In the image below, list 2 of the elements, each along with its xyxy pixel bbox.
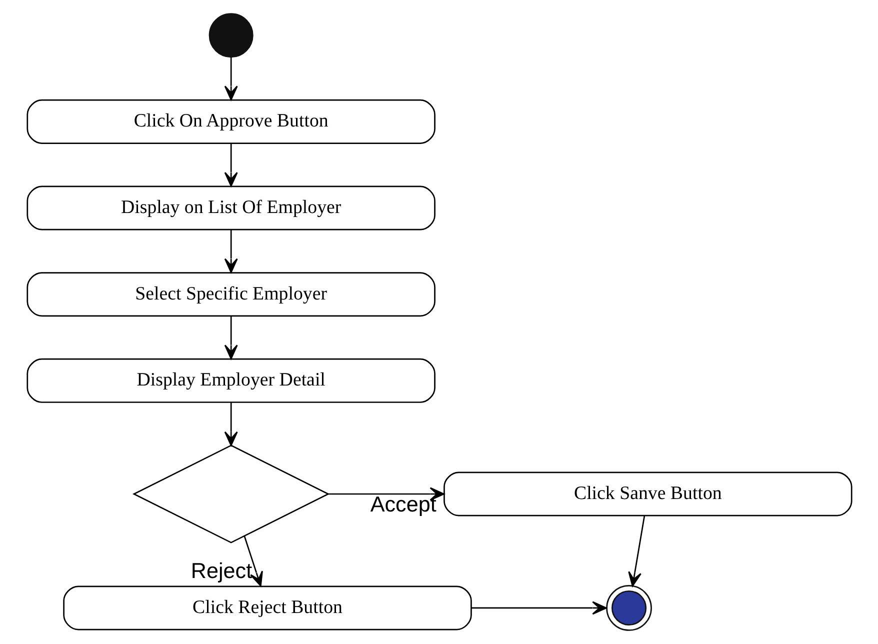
edge-label: Reject	[190, 558, 252, 584]
edge-label: Accept	[370, 491, 436, 516]
